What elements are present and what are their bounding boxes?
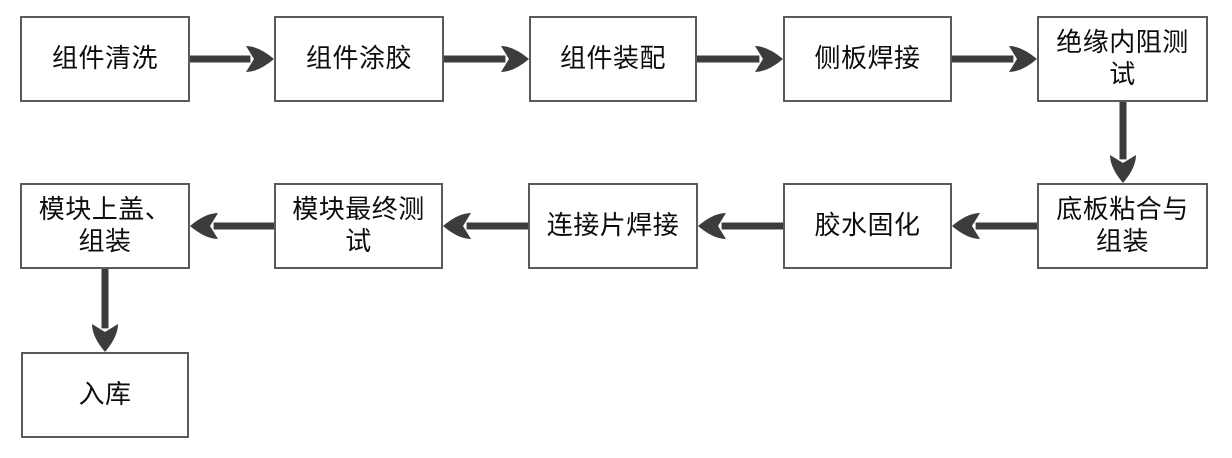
process-node-label: 模块上盖、组装 [38,195,172,256]
process-node-n1[interactable]: 组件清洗 [20,16,190,102]
process-node-label: 底板粘合与组装 [1056,195,1189,256]
process-node-label: 胶水固化 [814,211,921,241]
process-node-label: 组件清洗 [51,44,158,74]
process-node-n4[interactable]: 侧板焊接 [783,16,952,102]
flow-arrow-n6-to-n7 [926,200,1063,252]
process-node-n2[interactable]: 组件涂胶 [274,16,444,102]
flow-arrow-n7-to-n8 [672,200,809,252]
flow-arrow-n5-to-n6 [1097,76,1149,209]
flow-arrow-n4-to-n5 [926,33,1063,85]
process-node-n7[interactable]: 胶水固化 [783,183,952,269]
process-node-label: 连接片焊接 [546,211,680,241]
process-node-n11[interactable]: 入库 [21,352,189,438]
flow-arrow-n9-to-n10 [164,200,300,252]
flow-arrow-n8-to-n9 [417,200,554,252]
flow-arrow-n1-to-n2 [164,33,300,85]
process-node-n10[interactable]: 模块上盖、组装 [20,183,190,269]
process-node-label: 侧板焊接 [814,44,921,74]
process-node-n5[interactable]: 绝缘内阻测试 [1037,16,1208,102]
process-node-label: 模块最终测试 [292,195,425,256]
process-node-label: 绝缘内阻测试 [1056,28,1189,89]
process-node-n9[interactable]: 模块最终测试 [274,183,443,269]
process-node-n6[interactable]: 底板粘合与组装 [1037,183,1208,269]
flow-arrow-n3-to-n4 [671,33,809,85]
flow-arrow-n2-to-n3 [418,33,555,85]
process-node-label: 组件装配 [559,44,666,74]
process-node-n8[interactable]: 连接片焊接 [528,183,698,269]
process-node-n3[interactable]: 组件装配 [529,16,697,102]
process-node-label: 组件涂胶 [305,44,412,74]
process-node-label: 入库 [78,380,132,410]
flow-arrow-n10-to-n11 [79,243,131,378]
